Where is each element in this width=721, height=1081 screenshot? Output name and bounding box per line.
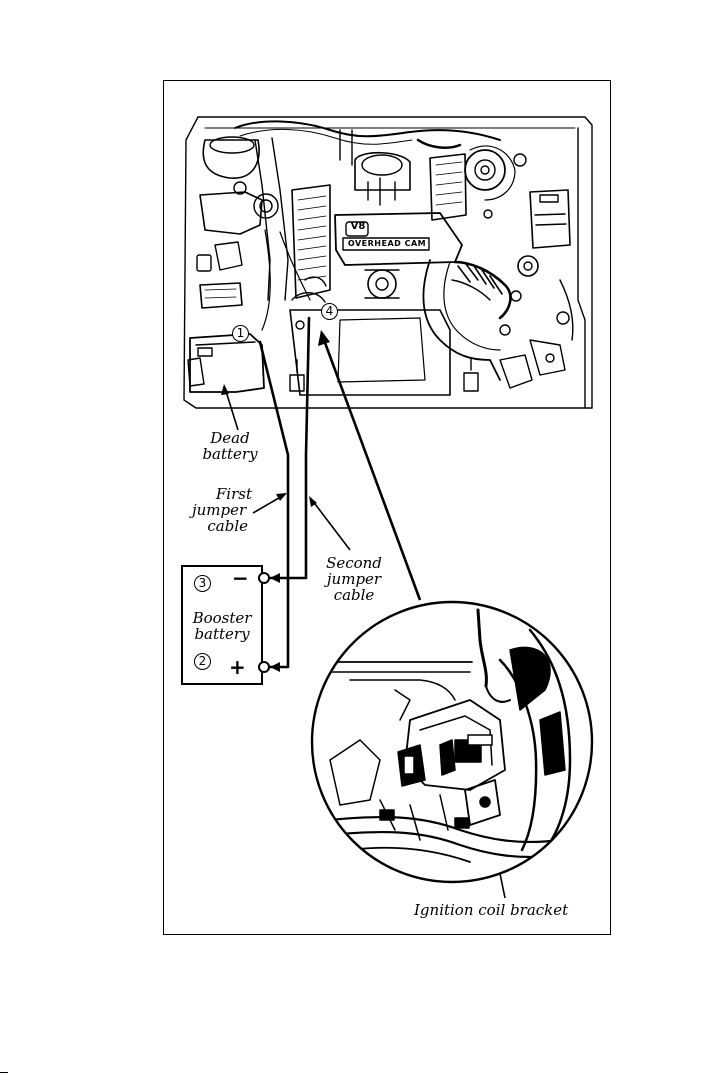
step-3-marker: 3 bbox=[194, 575, 211, 592]
dead-battery-label: Dead battery bbox=[190, 430, 270, 462]
detail-inset bbox=[310, 602, 592, 882]
first-jumper-cable bbox=[260, 342, 288, 667]
step-4-marker: 4 bbox=[321, 303, 338, 320]
booster-battery-label: Booster battery bbox=[181, 610, 263, 642]
ignition-coil-bracket-label: Ignition coil bracket bbox=[414, 902, 568, 918]
engine-compartment bbox=[184, 117, 592, 408]
first-jumper-cable-label: First jumper cable bbox=[192, 486, 258, 534]
second-jumper-cable-label: Second jumper cable bbox=[320, 555, 388, 603]
engine-badge-overhead-cam: OVERHEAD CAM bbox=[344, 238, 430, 250]
page-corner-mark bbox=[0, 1072, 8, 1073]
positive-terminal-sign: + bbox=[229, 657, 246, 677]
negative-terminal-sign: − bbox=[232, 568, 249, 588]
second-jumper-cable bbox=[270, 318, 309, 578]
step-1-marker: 1 bbox=[232, 325, 249, 342]
step-2-marker: 2 bbox=[194, 653, 211, 670]
engine-badge-v8: V8 bbox=[348, 221, 368, 232]
